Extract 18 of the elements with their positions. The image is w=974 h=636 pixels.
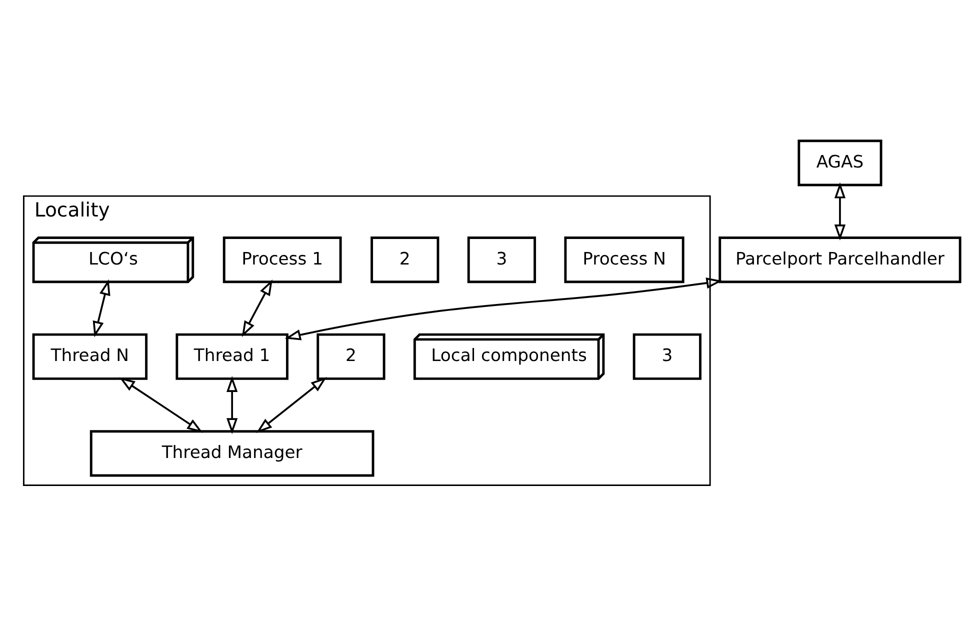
node-box: 2: [316, 333, 386, 380]
node-box: Thread N: [32, 333, 148, 380]
arrow: [119, 377, 203, 433]
node-box: 3: [632, 333, 702, 380]
node-box: AGAS: [798, 140, 882, 186]
arrow: [284, 278, 722, 340]
arrow: [256, 377, 327, 434]
node-box: 2: [370, 236, 440, 284]
arrow: [92, 279, 110, 338]
arrow: [226, 376, 238, 434]
node-box: 3: [467, 236, 536, 284]
node-box: Thread Manager: [90, 430, 374, 477]
arrow: [834, 182, 846, 240]
node-box: Process 1: [222, 236, 342, 284]
node-box: Parcelport Parcelhandler: [718, 236, 962, 284]
node-box: Thread 1: [176, 333, 288, 380]
arrow: [242, 280, 272, 337]
node-box: Process N: [564, 236, 684, 284]
